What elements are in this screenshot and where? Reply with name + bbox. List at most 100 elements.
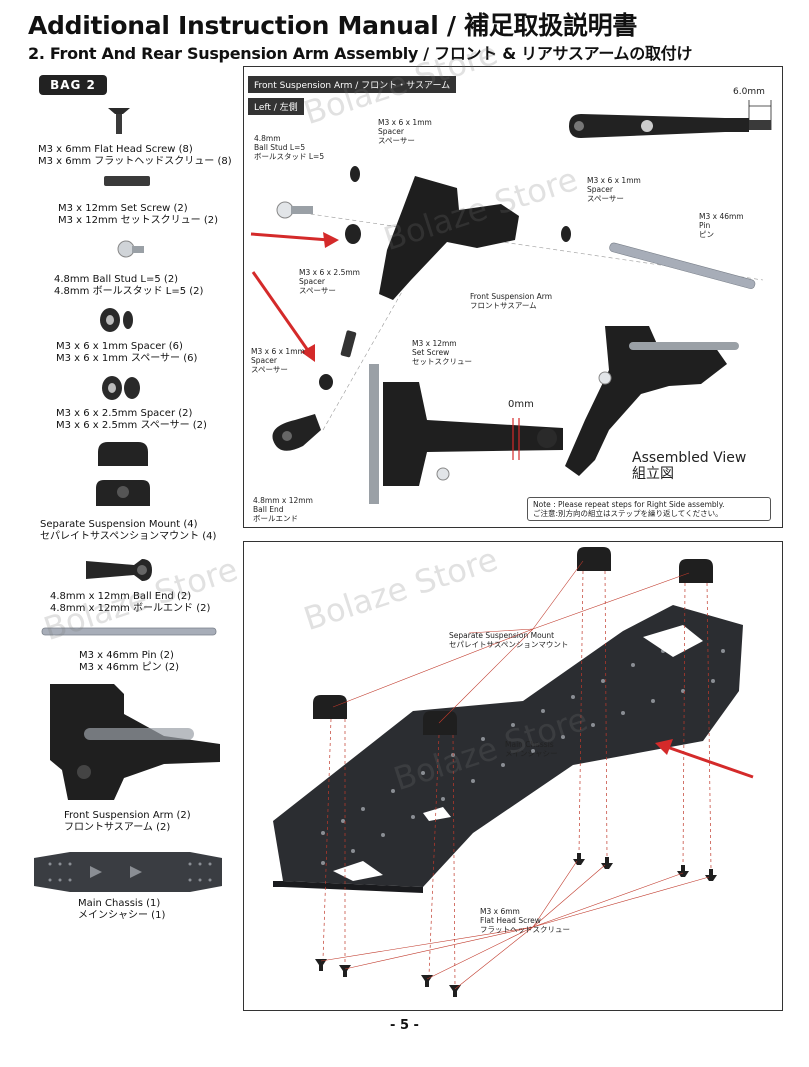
dimension-0mm: 0mm — [508, 399, 534, 410]
assembled-view-label: Assembled View 組立図 — [632, 450, 746, 482]
section-subtitle: 2. Front And Rear Suspension Arm Assembl… — [28, 44, 693, 63]
part-label-en: 4.8mm x 12mm Ball End (2) — [50, 591, 192, 602]
suspension-mounts — [313, 547, 713, 735]
callout-line: セットスクリュー — [412, 357, 472, 366]
callout-line: Front Suspension Arm — [470, 292, 553, 301]
callout-front-arm: Front Suspension Arm フロントサスアーム — [470, 292, 552, 310]
page-number: - 5 - — [390, 1018, 419, 1033]
part-label-jp: M3 x 12mm セットスクリュー (2) — [58, 215, 218, 226]
callout-line: M3 x 6mm — [480, 907, 520, 916]
callout-line: Separate Suspension Mount — [449, 631, 555, 640]
part-label-en: Separate Suspension Mount (4) — [40, 519, 198, 530]
part-label-jp: M3 x 46mm ピン (2) — [79, 662, 179, 673]
callout-line: Spacer — [251, 356, 277, 365]
callout-line: ボールスタッド L=5 — [254, 152, 325, 161]
spacer-25mm-icon — [102, 376, 140, 400]
part-label-en: 4.8mm Ball Stud L=5 (2) — [54, 274, 179, 285]
part-spacer-1mm: M3 x 6 x 1mm Spacer (6) M3 x 6 x 1mm スペー… — [56, 341, 197, 365]
note-en: Note : Please repeat steps for Right Sid… — [533, 500, 725, 509]
part-label-jp: M3 x 6 x 1mm スペーサー (6) — [56, 353, 198, 364]
callout-line: M3 x 6 x 1mm — [378, 118, 432, 127]
part-label-en: M3 x 6mm Flat Head Screw (8) — [38, 144, 193, 155]
callout-main-chassis: Main Chassis メインシャシー — [505, 740, 558, 758]
callout-ball-stud: 4.8mm Ball Stud L=5 ボールスタッド L=5 — [254, 134, 324, 161]
side-label: Left / 左側 — [248, 98, 304, 115]
part-label-jp: M3 x 6 x 2.5mm スペーサー (2) — [56, 420, 207, 431]
callout-line: 4.8mm x 12mm — [253, 496, 313, 505]
callout-line: Spacer — [587, 185, 613, 194]
callout-flat-head-screw: M3 x 6mm Flat Head Screw フラットヘッドスクリュー — [480, 907, 570, 934]
note-jp: ご注意:別方向の組立はステップを繰り返してください。 — [533, 509, 723, 518]
callout-line: メインシャシー — [505, 749, 558, 758]
part-suspension-mount: Separate Suspension Mount (4) セパレイトサスペンシ… — [40, 519, 216, 543]
callout-line: Main Chassis — [505, 740, 554, 749]
callout-spacer-top: M3 x 6 x 1mm Spacer スペーサー — [378, 118, 432, 145]
callout-line: Ball Stud L=5 — [254, 143, 306, 152]
section-label: Front Suspension Arm / フロント・サスアーム — [248, 76, 457, 93]
rod-end-detail-icon — [569, 100, 772, 138]
part-label-en: Front Suspension Arm (2) — [64, 810, 191, 821]
callout-line: M3 x 6 x 1mm — [251, 347, 305, 356]
part-ball-stud: 4.8mm Ball Stud L=5 (2) 4.8mm ボールスタッド L=… — [54, 274, 203, 298]
assembly-lines — [322, 570, 712, 986]
callout-line: Spacer — [299, 277, 325, 286]
part-label-en: M3 x 6 x 1mm Spacer (6) — [56, 341, 183, 352]
part-label-jp: メインシャシー (1) — [78, 910, 166, 921]
exploded-assembly-diagram — [250, 166, 764, 504]
callout-line: M3 x 46mm — [699, 212, 744, 221]
part-label-jp: 4.8mm ボールスタッド L=5 (2) — [54, 286, 204, 297]
part-label-en: M3 x 46mm Pin (2) — [79, 650, 174, 661]
callout-line: スペーサー — [378, 136, 415, 145]
callout-pin: M3 x 46mm Pin ピン — [699, 212, 744, 239]
callout-line: フラットヘッドスクリュー — [480, 925, 570, 934]
callout-line: フロントサスアーム — [470, 301, 537, 310]
assembled-jp: 組立図 — [632, 466, 674, 482]
spacer-1mm-icon — [100, 308, 133, 332]
main-chassis-icon — [34, 852, 222, 892]
assembled-en: Assembled View — [632, 450, 747, 466]
part-label-jp: M3 x 6mm フラットヘッドスクリュー (8) — [38, 156, 232, 167]
part-pin: M3 x 46mm Pin (2) M3 x 46mm ピン (2) — [79, 650, 179, 674]
part-label-jp: フロントサスアーム (2) — [64, 822, 171, 833]
callout-line: スペーサー — [587, 194, 624, 203]
callout-ball-end: 4.8mm x 12mm Ball End ボールエンド — [253, 496, 313, 523]
callout-line: ピン — [699, 230, 714, 239]
callout-line: Pin — [699, 221, 711, 230]
callout-spacer-right: M3 x 6 x 1mm Spacer スペーサー — [587, 176, 641, 203]
part-set-screw: M3 x 12mm Set Screw (2) M3 x 12mm セットスクリ… — [58, 203, 218, 227]
leader-lines — [320, 560, 710, 990]
callout-line: M3 x 6 x 1mm — [587, 176, 641, 185]
dimension-6mm: 6.0mm — [733, 87, 765, 97]
part-label-jp: 4.8mm x 12mm ボールエンド (2) — [50, 603, 211, 614]
callout-line: Set Screw — [412, 348, 450, 357]
chassis-holes — [321, 639, 725, 865]
flat-head-screws — [315, 853, 717, 997]
callout-line: M3 x 6 x 2.5mm — [299, 268, 360, 277]
callout-suspension-mount: Separate Suspension Mount セパレイトサスペンションマウ… — [449, 631, 568, 649]
callout-spacer-left: M3 x 6 x 1mm Spacer スペーサー — [251, 347, 305, 374]
flat-head-screw-icon — [108, 108, 130, 134]
pin-icon — [41, 627, 217, 636]
bag-label: BAG 2 — [39, 75, 107, 95]
suspension-mount-icon — [96, 442, 150, 506]
part-flat-head-screw: M3 x 6mm Flat Head Screw (8) M3 x 6mm フラ… — [38, 144, 232, 168]
part-label-en: Main Chassis (1) — [78, 898, 161, 909]
callout-line: M3 x 12mm — [412, 339, 457, 348]
chassis-assembly-diagram — [273, 547, 754, 997]
part-ball-end: 4.8mm x 12mm Ball End (2) 4.8mm x 12mm ボ… — [50, 591, 210, 615]
part-label-en: M3 x 6 x 2.5mm Spacer (2) — [56, 408, 193, 419]
part-label-jp: セパレイトサスペンションマウント (4) — [40, 531, 217, 542]
callout-line: ボールエンド — [253, 514, 298, 523]
callout-line: Spacer — [378, 127, 404, 136]
part-front-arm: Front Suspension Arm (2) フロントサスアーム (2) — [64, 810, 191, 834]
callout-line: Flat Head Screw — [480, 916, 541, 925]
callout-line: スペーサー — [299, 286, 336, 295]
part-main-chassis: Main Chassis (1) メインシャシー (1) — [78, 898, 165, 922]
note-box: Note : Please repeat steps for Right Sid… — [527, 497, 771, 521]
part-label-en: M3 x 12mm Set Screw (2) — [58, 203, 188, 214]
callout-line: セパレイトサスペンションマウント — [449, 640, 569, 649]
set-screw-icon — [104, 176, 150, 186]
callout-line: 4.8mm — [254, 134, 281, 143]
callout-spacer-25: M3 x 6 x 2.5mm Spacer スペーサー — [299, 268, 360, 295]
callout-set-screw: M3 x 12mm Set Screw セットスクリュー — [412, 339, 472, 366]
